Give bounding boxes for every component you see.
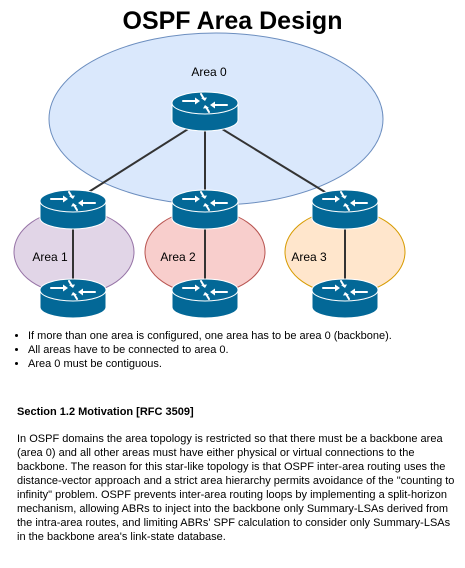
section-body: In OSPF domains the area topology is res…: [17, 433, 455, 543]
area-1-router-icon: [39, 278, 107, 319]
list-item: All areas have to be connected to area 0…: [28, 343, 465, 357]
abr-area-3-router-icon: [311, 189, 379, 230]
area-3-label: Area 3: [291, 250, 327, 264]
ospf-rules-list: If more than one area is configured, one…: [12, 329, 465, 371]
abr-area-2-router-icon: [171, 189, 239, 230]
link-core-to-abr1: [75, 123, 197, 201]
list-item: Area 0 must be contiguous.: [28, 357, 465, 371]
area-0-label: Area 0: [191, 65, 227, 79]
abr-area-1-router-icon: [39, 189, 107, 230]
ospf-topology-diagram: Area 0 Area 1 Area 2 Area 3: [13, 32, 406, 319]
backbone-router-icon: [171, 91, 239, 132]
area-1-label: Area 1: [32, 250, 68, 264]
area-2-router-icon: [171, 278, 239, 319]
area-2-label: Area 2: [160, 250, 196, 264]
area-3-router-icon: [311, 278, 379, 319]
section-heading: Section 1.2 Motivation [RFC 3509]: [17, 406, 194, 418]
link-core-to-abr3: [213, 123, 339, 201]
list-item: If more than one area is configured, one…: [28, 329, 465, 343]
diagram-title: OSPF Area Design: [122, 7, 343, 35]
